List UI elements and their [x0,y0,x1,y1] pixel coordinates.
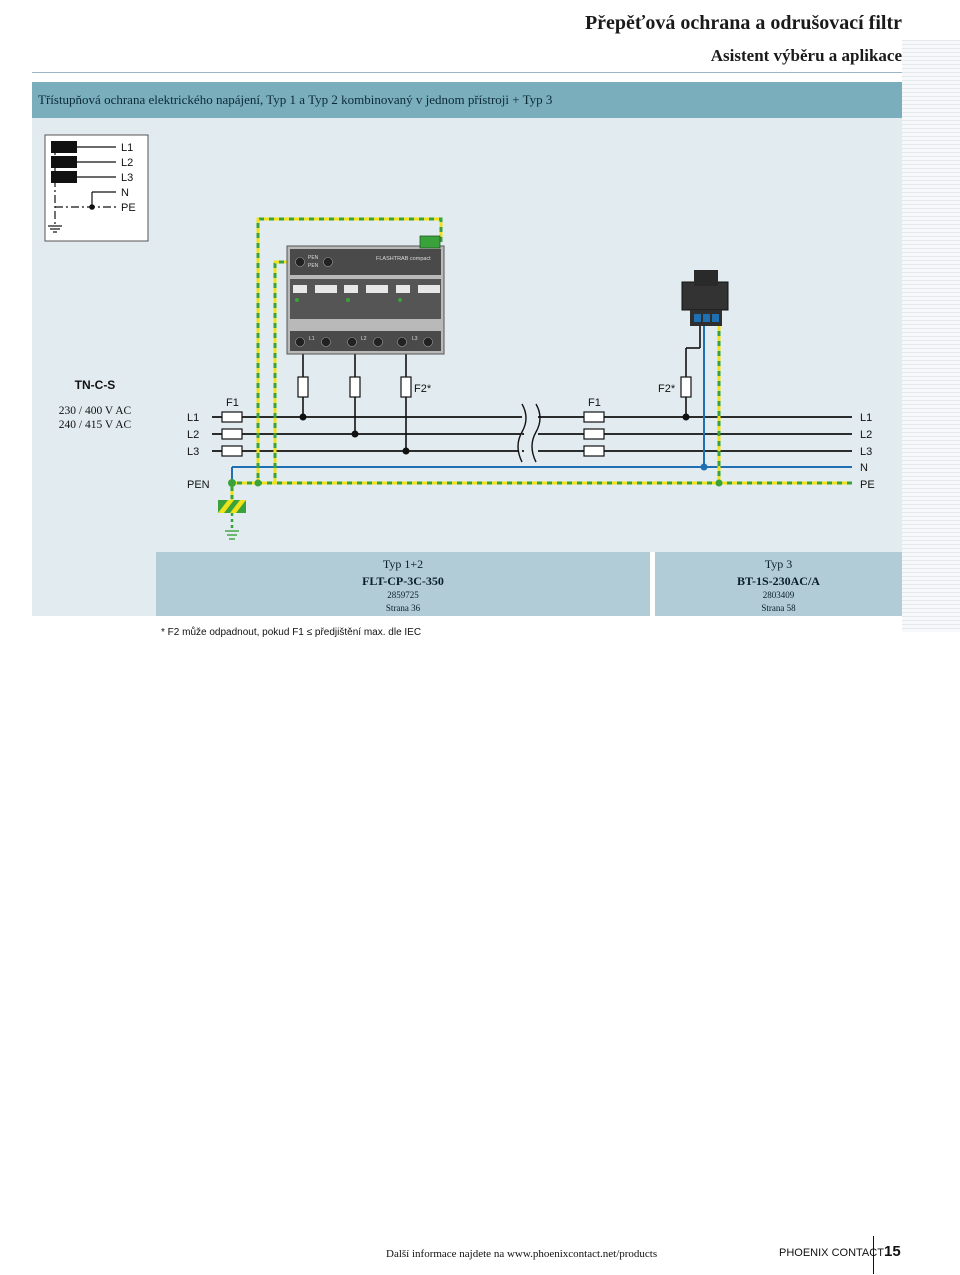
spd-terminal-label: L2 [361,336,367,342]
type3-device-bt [681,270,729,326]
fuse-f2-spd [297,376,412,398]
legend-label: L2 [121,157,133,169]
legend-label: PE [121,202,136,214]
fuse-f1-middle [583,411,605,457]
legend-label: L3 [121,172,133,184]
product-card-type3: Typ 3 BT-1S-230AC/A 2803409 Strana 58 [655,552,902,616]
footer-brand: PHOENIX CONTACT [779,1247,884,1259]
status-contact-icon [419,235,441,249]
fuse-label: F2* [414,383,432,395]
conductor-label: L2 [860,429,872,441]
line-break-mark [531,403,541,463]
legend-block-icon [51,141,77,153]
product-code: 2803409 [762,590,795,600]
line-break-mark [517,403,527,463]
product-name: FLT-CP-3C-350 [362,574,444,588]
footnote: * F2 může odpadnout, pokud F1 ≤ předjišt… [161,627,422,638]
section-banner-text: Třístupňová ochrana elektrického napájen… [38,92,553,107]
page-title: Přepěťová ochrana a odrušovací filtr [584,12,902,34]
legend-label: N [121,187,129,199]
page-subtitle: Asistent výběru a aplikace [710,46,902,65]
product-page-link[interactable]: Strana 58 [761,603,796,613]
conductor-label: L1 [187,412,199,424]
legend-block-icon [51,171,77,183]
wiring-diagram: L1 L2 L3 N PE TN-C-S 230 / 400 V AC 240 … [44,134,875,540]
conductor-label: N [860,462,868,474]
spd-pe-wire [256,217,443,483]
fuse-f2-type3 [680,376,692,398]
conductor-label: L2 [187,429,199,441]
fuse-label: F2* [658,383,676,395]
page-number: 15 [884,1243,901,1260]
fuse-f1-left [221,411,243,457]
legend-label: L1 [121,142,133,154]
side-stripe-decoration [902,40,960,632]
fuse-label: F1 [226,397,239,409]
fuse-label: F1 [588,397,601,409]
product-type: Typ 3 [764,557,793,571]
info-spacer [32,552,156,616]
conductor-label: L1 [860,412,872,424]
spd-terminal-label: L3 [412,336,418,342]
spd-device-flashtrab: FLASHTRAB compact PEN PEN L1 L2 L3 [286,235,445,355]
conductor-label: PE [860,479,875,491]
section-banner: Třístupňová ochrana elektrického napájen… [32,82,902,118]
product-card-type12: Typ 1+2 FLT-CP-3C-350 2859725 Strana 36 [156,552,650,616]
product-type: Typ 1+2 [382,557,424,571]
system-label: TN-C-S [75,378,116,392]
voltage-label: 230 / 400 V AC [59,405,132,417]
product-name: BT-1S-230AC/A [737,574,820,588]
diagram-panel [32,118,902,552]
conductor-label: PEN [187,479,210,491]
conductor-label: L3 [187,446,199,458]
voltage-label: 240 / 415 V AC [59,419,132,431]
spd-terminal-label: PEN [308,263,319,269]
conductor-legend: L1 L2 L3 N PE [44,134,149,242]
product-code: 2859725 [387,590,419,600]
footer-info-link[interactable]: Další informace najdete na www.phoenixco… [386,1248,658,1260]
spd-terminal-label: PEN [308,255,319,261]
footer-divider [873,1236,874,1274]
conductor-label: L3 [860,446,872,458]
spd-brand-label: FLASHTRAB compact [376,256,431,262]
spd-terminal-label: L1 [309,336,315,342]
product-page-link[interactable]: Strana 36 [385,603,421,613]
header-divider [32,72,902,73]
legend-block-icon [51,156,77,168]
